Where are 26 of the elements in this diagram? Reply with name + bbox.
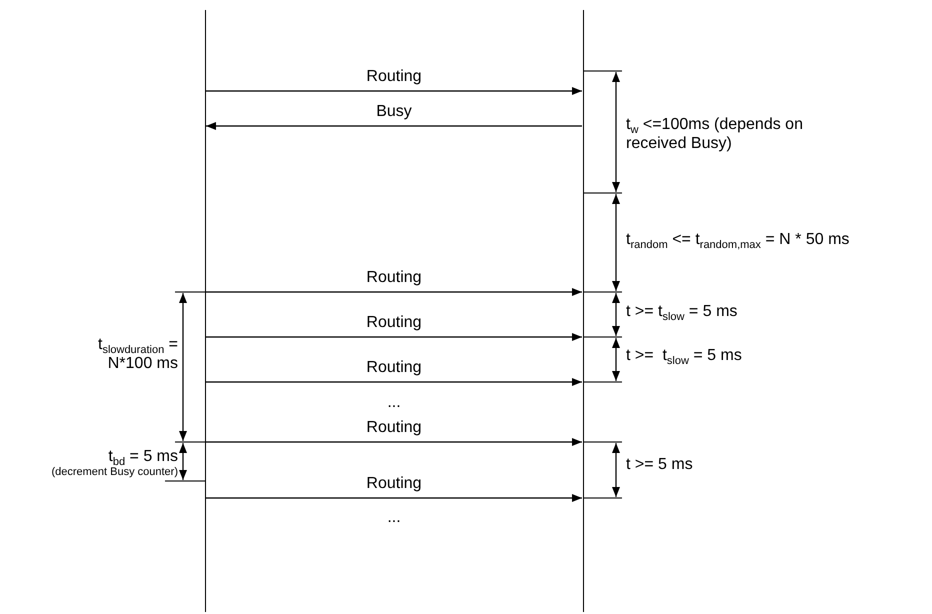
- message-arrow: [206, 122, 582, 130]
- lifeline: [205, 10, 206, 612]
- lifeline: [583, 10, 584, 612]
- message-arrow: [206, 378, 582, 386]
- ellipsis: ...: [387, 393, 401, 412]
- message-arrow: [206, 333, 582, 341]
- message-arrow: [206, 438, 582, 446]
- dimension-note: (decrement Busy counter): [50, 466, 178, 479]
- dimension-label: t >= t$_{slow}$ = 5 ms: [626, 302, 738, 321]
- ellipsis: ...: [387, 508, 401, 527]
- message-arrow: [206, 288, 582, 296]
- message-arrow: [206, 494, 582, 502]
- dimension-label: t$_{w}$ <=100ms (depends on received Busy): [626, 115, 804, 153]
- edge-label: Routing: [366, 268, 422, 287]
- edge-label: Routing: [366, 418, 422, 437]
- edge-label: Routing: [366, 67, 422, 86]
- dimension-label: t$_{random}$ <= t$_{random,max}$ = N * 50 ms: [626, 230, 850, 249]
- dimension-label: t >= 5 ms: [626, 455, 694, 474]
- dimension-label: t$_{bd}$ = 5 ms: [107, 447, 178, 466]
- dimension-label: t >= t$_{slow}$ = 5 ms: [626, 346, 743, 365]
- edge-label: Routing: [366, 313, 422, 332]
- edge-label: Busy: [376, 102, 412, 121]
- dimension-label: t$_{slowduration}$ = N*100 ms: [96, 335, 178, 373]
- message-arrow: [206, 87, 582, 95]
- edge-label: Routing: [366, 474, 422, 493]
- edge-label: Routing: [366, 358, 422, 377]
